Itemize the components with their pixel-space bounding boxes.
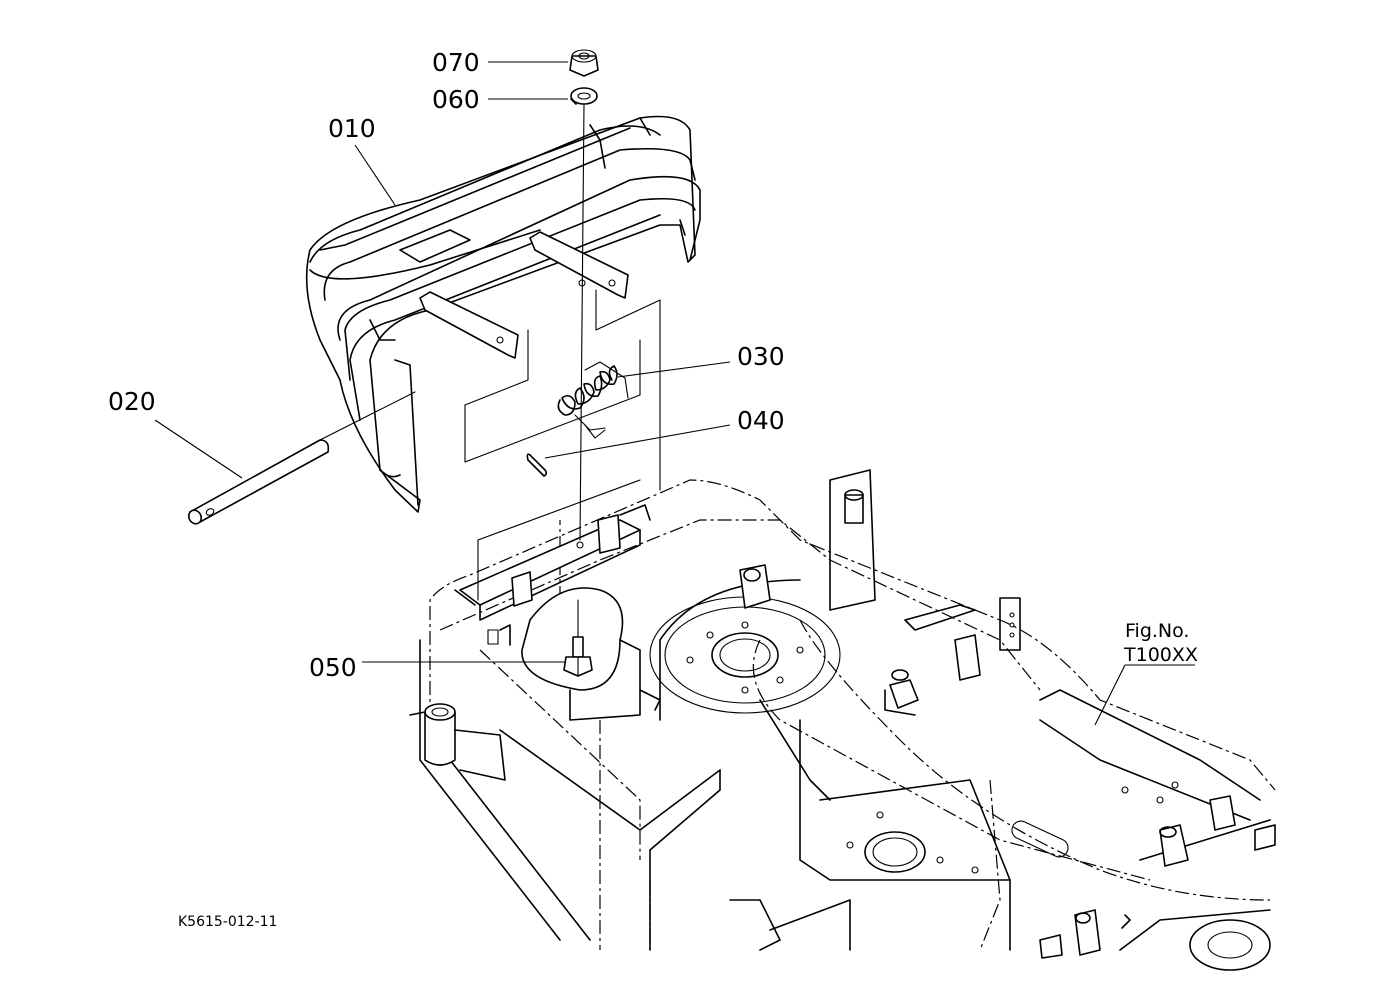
seat-spring-030 bbox=[557, 361, 629, 439]
bolt-mount-plate bbox=[521, 587, 661, 721]
callout-050: 050 bbox=[309, 653, 357, 682]
figure-number: T100XX bbox=[1123, 644, 1198, 666]
assembly-guide-lines bbox=[464, 289, 661, 601]
callout-040: 040 bbox=[737, 406, 785, 435]
callout-010: 010 bbox=[328, 114, 376, 143]
stud-hole bbox=[578, 279, 586, 287]
seat-rails bbox=[419, 231, 629, 359]
bolt-050 bbox=[563, 599, 593, 677]
callout-070: 070 bbox=[432, 48, 480, 77]
spring-washer-060 bbox=[570, 87, 598, 105]
frame-stud-hole bbox=[576, 541, 584, 549]
stud-centreline bbox=[579, 103, 585, 541]
drawing-code: K5615-012-11 bbox=[178, 914, 277, 930]
callout-020: 020 bbox=[108, 387, 156, 416]
callout-060: 060 bbox=[432, 85, 480, 114]
seat-pivot-pin-020 bbox=[187, 391, 416, 525]
nut-070 bbox=[569, 49, 599, 77]
callout-030: 030 bbox=[737, 342, 785, 371]
figure-label: Fig.No. bbox=[1125, 620, 1189, 642]
seat-part-010 bbox=[305, 115, 701, 513]
leader-lines bbox=[154, 61, 1195, 726]
clip-pin-040 bbox=[526, 453, 548, 477]
machine-frame bbox=[409, 469, 1276, 971]
seat-hinge-bracket bbox=[454, 504, 651, 646]
